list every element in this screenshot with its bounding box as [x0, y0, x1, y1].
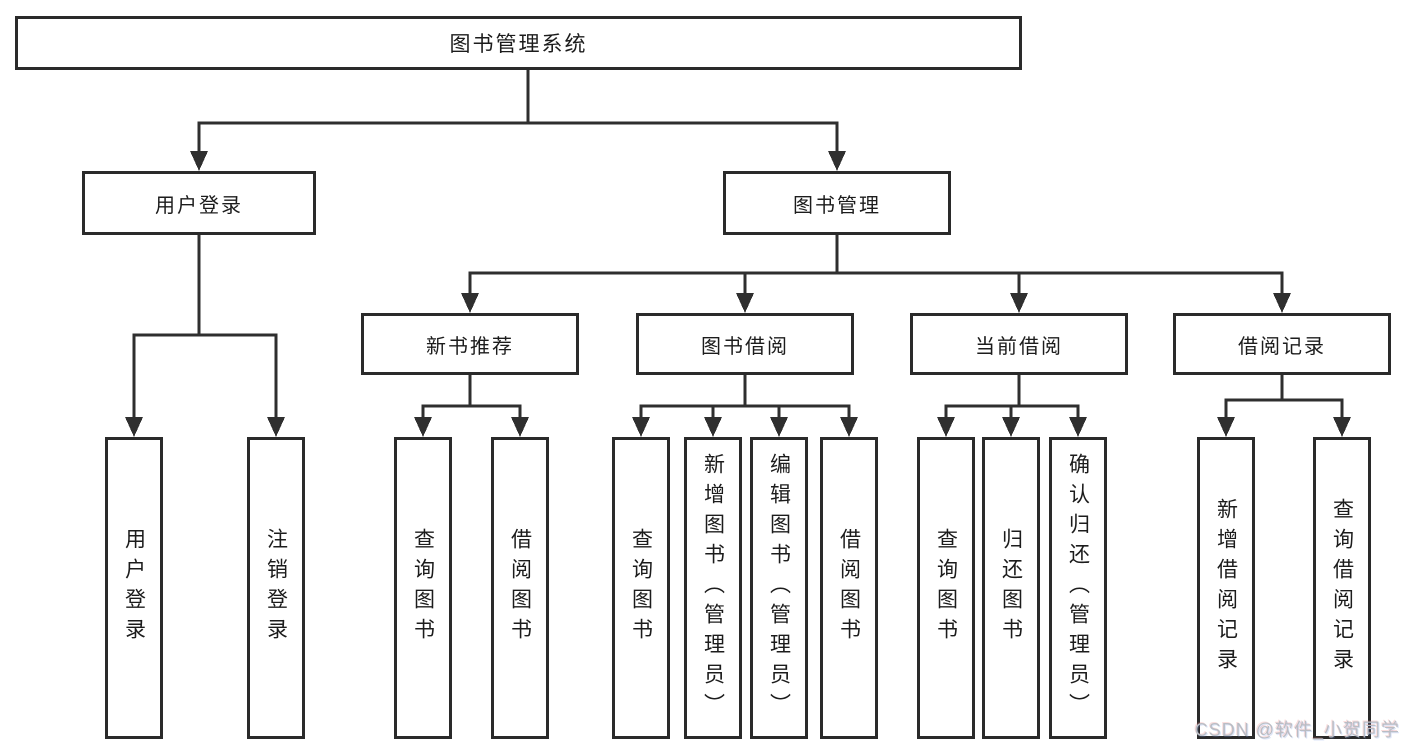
- connector-new-book-rec-to-leaves: [414, 375, 529, 437]
- node-root: 图书管理系统: [15, 16, 1022, 70]
- leaf-rec-borrow-books-label: 借阅图书: [508, 528, 532, 648]
- leaf-borrow-add-books-admin-label: 新增图书（管理员）: [701, 453, 725, 723]
- leaf-rec-borrow-books: 借阅图书: [491, 437, 549, 739]
- node-current-borrow: 当前借阅: [910, 313, 1128, 375]
- leaf-borrow-query-books: 查询图书: [612, 437, 670, 739]
- node-current-borrow-label: 当前借阅: [975, 335, 1063, 358]
- node-borrow-records-label: 借阅记录: [1238, 335, 1326, 358]
- connector-book-mgmt-to-level3: [461, 235, 1291, 313]
- node-book-mgmt-label: 图书管理: [793, 194, 881, 217]
- node-new-book-rec-label: 新书推荐: [426, 335, 514, 358]
- leaf-current-query-books-label: 查询图书: [934, 528, 958, 648]
- node-book-borrow-label: 图书借阅: [701, 335, 789, 358]
- leaf-current-return-books-label: 归还图书: [999, 528, 1023, 648]
- connector-root-to-level2: [190, 70, 846, 171]
- leaf-user-login-label: 用户登录: [122, 528, 146, 648]
- leaf-logout-label: 注销登录: [264, 528, 288, 648]
- leaf-user-login: 用户登录: [105, 437, 163, 739]
- node-borrow-records: 借阅记录: [1173, 313, 1391, 375]
- connector-borrow-records-to-leaves: [1217, 375, 1351, 437]
- leaf-borrow-query-books-label: 查询图书: [629, 528, 653, 648]
- leaf-current-confirm-return-admin: 确认归还（管理员）: [1049, 437, 1107, 739]
- node-book-mgmt: 图书管理: [723, 171, 951, 235]
- leaf-borrow-edit-books-admin-label: 编辑图书（管理员）: [767, 453, 791, 723]
- leaf-rec-query-books: 查询图书: [394, 437, 452, 739]
- leaf-current-query-books: 查询图书: [917, 437, 975, 739]
- node-user-login-label: 用户登录: [155, 194, 243, 217]
- leaf-borrow-borrow-books-label: 借阅图书: [837, 528, 861, 648]
- leaf-history-add-record: 新增借阅记录: [1197, 437, 1255, 739]
- node-user-login: 用户登录: [82, 171, 316, 235]
- leaf-logout: 注销登录: [247, 437, 305, 739]
- leaf-history-query-record: 查询借阅记录: [1313, 437, 1371, 739]
- leaf-history-query-record-label: 查询借阅记录: [1330, 498, 1354, 678]
- leaf-current-confirm-return-admin-label: 确认归还（管理员）: [1066, 453, 1090, 723]
- leaf-borrow-edit-books-admin: 编辑图书（管理员）: [750, 437, 808, 739]
- connector-current-borrow-to-leaves: [937, 375, 1087, 437]
- node-new-book-rec: 新书推荐: [361, 313, 579, 375]
- connector-user-login-to-leaves: [125, 235, 285, 437]
- connector-book-borrow-to-leaves: [632, 375, 858, 437]
- leaf-borrow-add-books-admin: 新增图书（管理员）: [684, 437, 742, 739]
- csdn-watermark: CSDN @软件_小贺同学: [1194, 720, 1400, 740]
- node-root-label: 图书管理系统: [449, 33, 588, 56]
- leaf-current-return-books: 归还图书: [982, 437, 1040, 739]
- node-book-borrow: 图书借阅: [636, 313, 854, 375]
- leaf-rec-query-books-label: 查询图书: [411, 528, 435, 648]
- leaf-history-add-record-label: 新增借阅记录: [1214, 498, 1238, 678]
- leaf-borrow-borrow-books: 借阅图书: [820, 437, 878, 739]
